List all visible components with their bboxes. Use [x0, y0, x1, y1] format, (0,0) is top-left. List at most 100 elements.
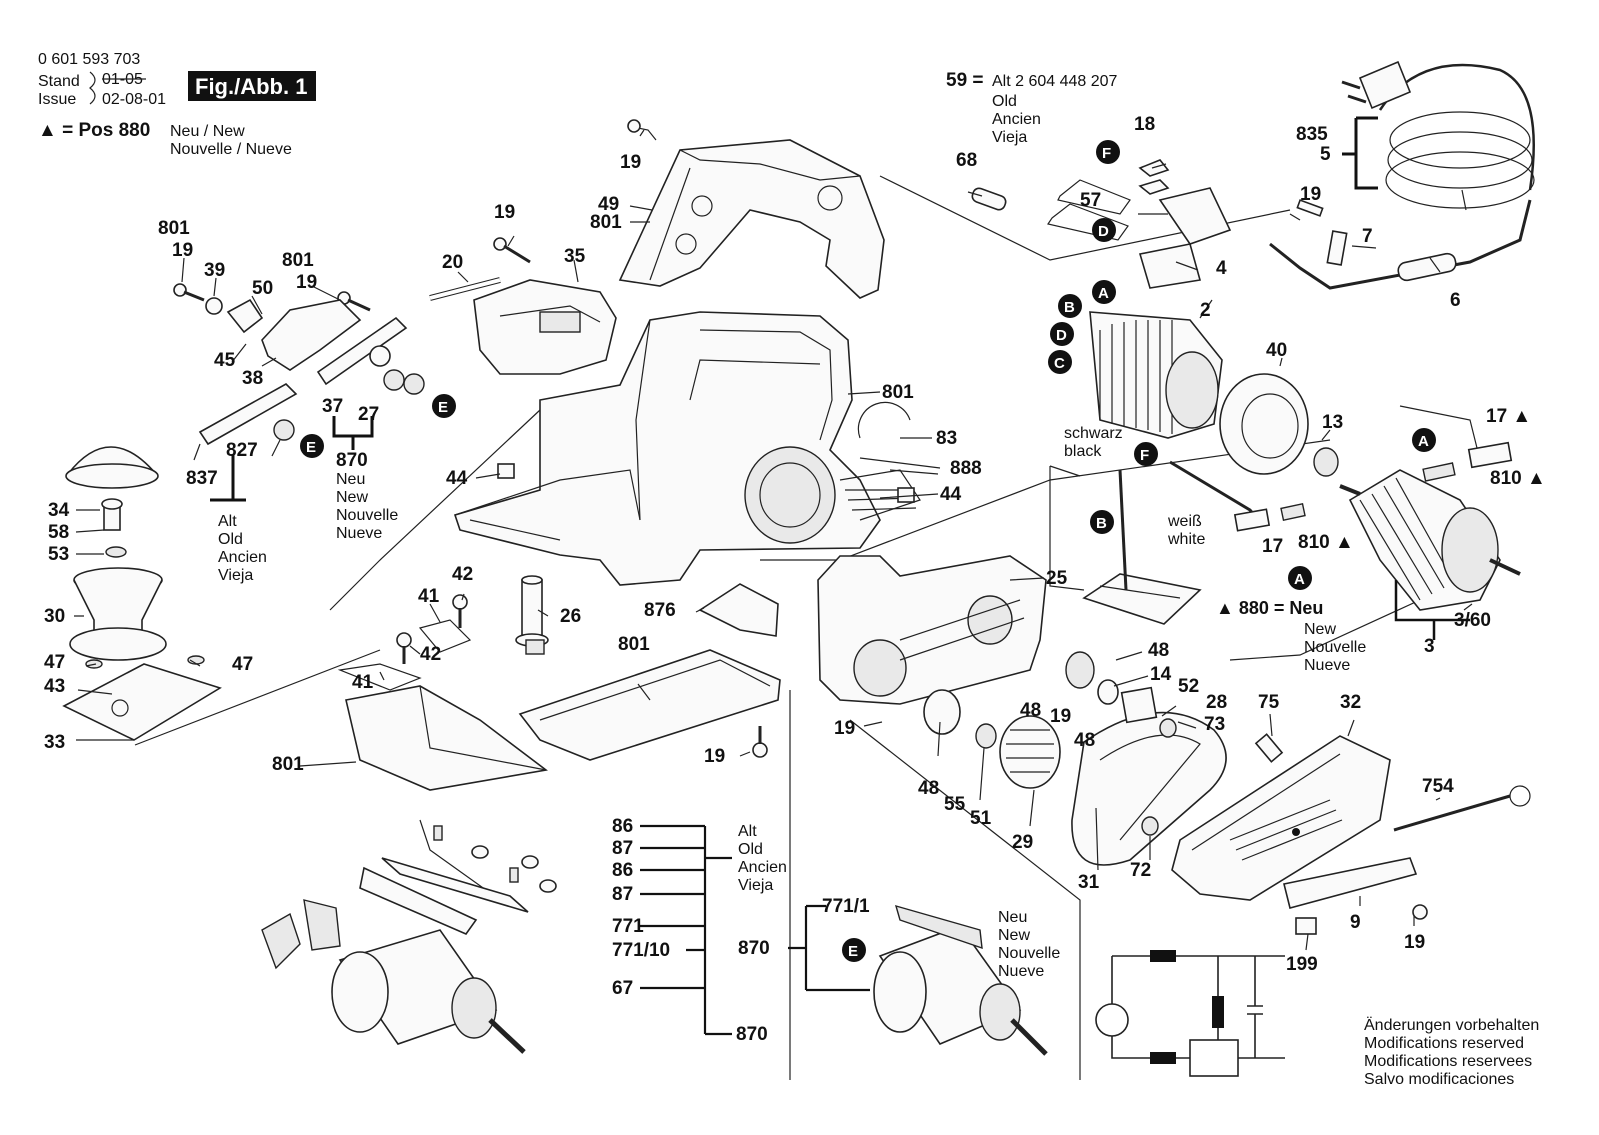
callout-30: 30 — [44, 606, 65, 627]
callout-87-a: 87 — [612, 838, 633, 859]
callout-835: 835 — [1296, 124, 1328, 145]
marker-f-top-icon — [1096, 140, 1120, 164]
pos-note-1: Neu / New — [170, 123, 245, 140]
callout-44-right: 44 — [940, 484, 962, 505]
callout-48-c: 48 — [1074, 730, 1095, 751]
alt-blades-4: Vieja — [738, 877, 773, 894]
callout-28: 28 — [1206, 692, 1227, 713]
bracket-lines — [210, 116, 1470, 1036]
doc-number: 0 601 593 703 — [38, 51, 140, 68]
callout-48-a: 48 — [1148, 640, 1169, 661]
callout-876: 876 — [644, 600, 676, 621]
callout-771: 771 — [612, 916, 644, 937]
callout-83: 83 — [936, 428, 957, 449]
fig-badge-label: Fig./Abb. 1 — [195, 74, 307, 99]
neu-blades-3: Nouvelle — [998, 945, 1060, 962]
callout-4: 4 — [1216, 258, 1227, 279]
marker-d-stator-icon — [1050, 322, 1074, 346]
svg-text:D: D — [1098, 223, 1109, 240]
callout-14: 14 — [1150, 664, 1172, 685]
fig-badge — [188, 71, 316, 101]
callout-771-1: 771/1 — [822, 896, 870, 917]
callout-9: 9 — [1350, 912, 1361, 933]
marker-f-terminal-icon — [1134, 442, 1158, 466]
neu-880-3: Nouvelle — [1304, 639, 1366, 656]
alt-blades-2: Old — [738, 841, 763, 858]
callout-57: 57 — [1080, 190, 1101, 211]
callout-50: 50 — [252, 278, 273, 299]
main-housing-part — [453, 311, 941, 586]
alt-note-partno: Alt 2 604 448 207 — [992, 73, 1118, 90]
alt-note-59: 59 = Alt 2 604 448 207 Old Ancien Vieja — [946, 70, 1118, 146]
callout-19-cover: 19 — [494, 202, 515, 223]
callout-19-housing: 19 — [834, 718, 855, 739]
callout-49: 49 — [598, 194, 619, 215]
callout-25: 25 — [1046, 568, 1068, 589]
callout-47-left: 47 — [44, 652, 65, 673]
callout-86-b: 86 — [612, 860, 633, 881]
svg-text:A: A — [1098, 285, 1109, 302]
alt-note-old: Old — [992, 93, 1017, 110]
callout-44-left: 44 — [446, 468, 468, 489]
callout-870-new: 870 — [738, 938, 770, 959]
connection-markers: F D A B D C E E F B A A E — [300, 140, 1436, 962]
svg-text:C: C — [1054, 355, 1065, 372]
header-block: 0 601 593 703 Stand Issue 01-05 02-08-01… — [38, 51, 316, 158]
drive-parts — [923, 651, 1284, 866]
callout-58: 58 — [48, 522, 69, 543]
callout-73: 73 — [1204, 714, 1225, 735]
callout-42-bottom: 42 — [420, 644, 441, 665]
callout-771-10: 771/10 — [612, 940, 670, 961]
alt-left-3: Ancien — [218, 549, 267, 566]
callout-17-top: 17 ▲ — [1486, 406, 1531, 427]
wire-black-de: schwarz — [1064, 425, 1123, 442]
callout-3: 3 — [1424, 636, 1435, 657]
callout-26: 26 — [560, 606, 581, 627]
callout-87-b: 87 — [612, 884, 633, 905]
alt-left-2: Old — [218, 531, 243, 548]
screw-parts — [173, 237, 531, 312]
svg-text:A: A — [1294, 571, 1305, 588]
svg-text:B: B — [1096, 515, 1107, 532]
wiring-schematic — [1095, 950, 1285, 1077]
callout-3-60: 3/60 — [1454, 610, 1491, 631]
wire-white-en: white — [1167, 531, 1205, 548]
footer-fr: Modifications reservees — [1364, 1053, 1532, 1070]
footer-en: Modifications reserved — [1364, 1035, 1524, 1052]
marker-b-wire-icon — [1090, 510, 1114, 534]
callout-35: 35 — [564, 246, 586, 267]
depth-bracket-part — [198, 297, 425, 446]
power-cord-part — [1269, 60, 1535, 290]
callout-55: 55 — [944, 794, 966, 815]
callout-72: 72 — [1130, 860, 1151, 881]
callout-37: 37 — [322, 396, 343, 417]
callout-19-plate: 19 — [704, 746, 725, 767]
alt-note-vieja: Vieja — [992, 129, 1027, 146]
callout-52: 52 — [1178, 676, 1199, 697]
callout-29: 29 — [1012, 832, 1033, 853]
clip-parts — [337, 575, 549, 691]
footer-de: Änderungen vorbehalten — [1364, 1016, 1539, 1034]
callout-17-bottom: 17 — [1262, 536, 1283, 557]
footer-es: Salvo modificaciones — [1364, 1071, 1514, 1088]
marker-e-lower-icon — [300, 434, 324, 458]
callout-68: 68 — [956, 150, 977, 171]
callout-801-housing: 801 — [882, 382, 914, 403]
callout-754: 754 — [1422, 776, 1454, 797]
callout-19-left: 19 — [172, 240, 193, 261]
callout-19-handle: 19 — [620, 152, 641, 173]
depth-knob-part — [62, 446, 222, 741]
callout-31: 31 — [1078, 872, 1100, 893]
callout-40: 40 — [1266, 340, 1287, 361]
belt-cover-part — [1171, 735, 1531, 935]
callout-43: 43 — [44, 676, 65, 697]
brace-icon — [89, 71, 96, 105]
callout-801-handle: 801 — [590, 212, 622, 233]
callout-67: 67 — [612, 978, 633, 999]
callout-75: 75 — [1258, 692, 1280, 713]
note-blocks: Alt Old Ancien Vieja Neu New Nouvelle Nu… — [218, 425, 1539, 1088]
wire-white-de: weiß — [1167, 513, 1202, 530]
marker-a-wire-icon — [1288, 566, 1312, 590]
stand-label: Stand — [38, 73, 80, 90]
svg-text:B: B — [1064, 299, 1075, 316]
